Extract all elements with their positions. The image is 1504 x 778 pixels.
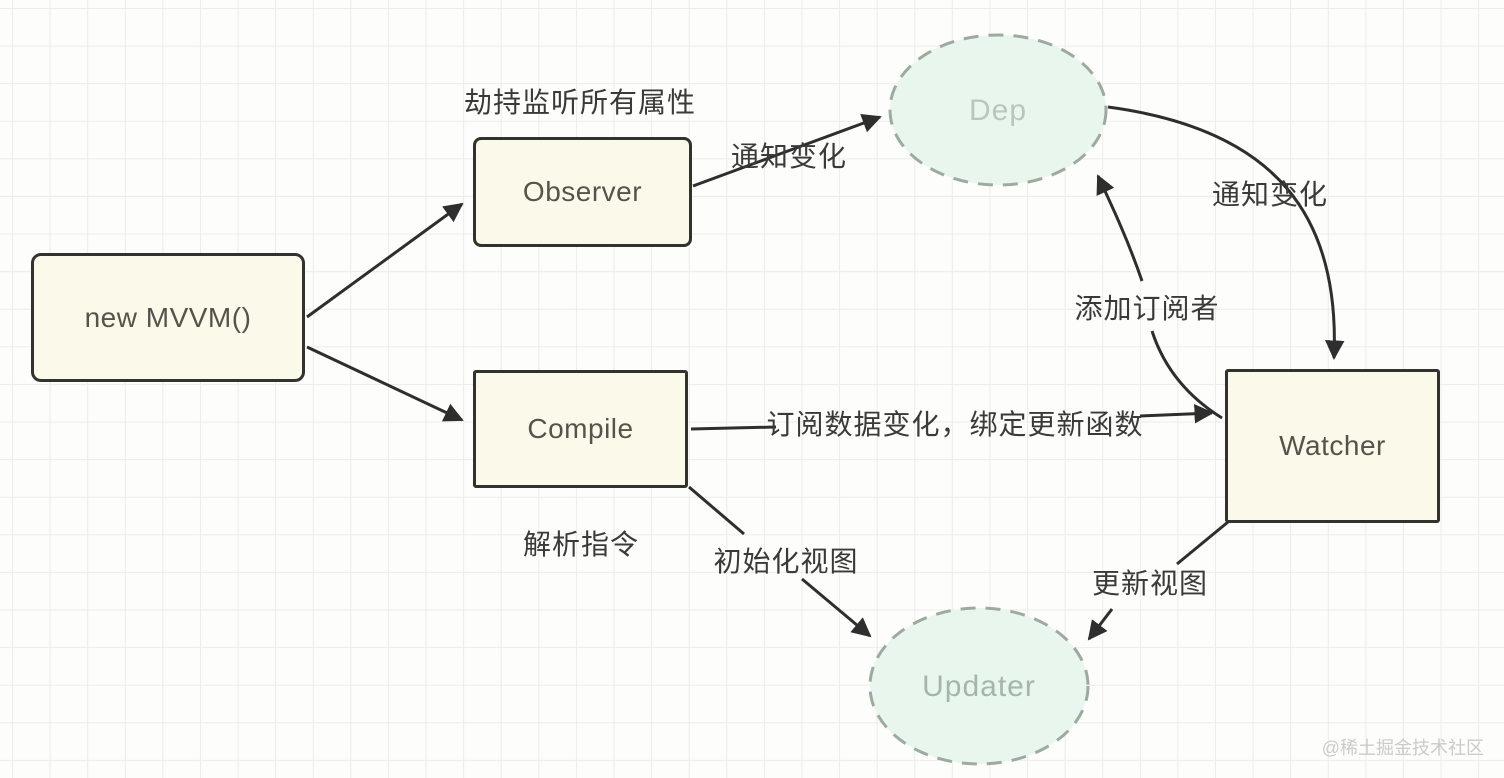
edge-watcher-to-dep-curve-upper [1096,174,1144,282]
dep-ellipse [888,33,1108,187]
node-new-mvvm: new MVVM() [31,253,305,382]
edge-compile-to-updater-lower [801,577,872,638]
edge-label-subscribe-bind-update: 订阅数据变化，绑定更新函数 [766,409,1144,440]
node-watcher: Watcher [1225,369,1440,523]
juejin-watermark: @稀土掘金技术社区 [1321,738,1484,758]
edge-label-notify-change-left: 通知变化 [730,141,848,172]
node-watcher-label: Watcher [1279,430,1386,461]
edge-label-init-view: 初始化视图 [713,546,859,577]
node-observer: Observer [473,137,692,247]
node-updater-label: Updater [922,670,1036,703]
edge-dep-to-watcher-curve [1107,105,1345,360]
updater-ellipse [868,606,1090,766]
edge-label-update-view: 更新视图 [1091,568,1209,599]
node-observer-label: Observer [522,176,643,207]
edge-watcher-to-dep-curve-lower [1150,330,1223,420]
edge-watcher-to-updater-lower [1087,608,1114,641]
edge-observer-to-dep [692,113,882,188]
edge-label-add-subscriber: 添加订阅者 [1074,293,1220,324]
edge-label-parse-directives: 解析指令 [522,529,640,560]
edge-compile-to-watcher-left [690,425,777,431]
edge-watcher-to-updater-upper [1176,520,1229,566]
edge-compile-to-updater-upper [688,485,745,536]
node-compile-label: Compile [527,413,634,444]
edge-label-notify-change-right: 通知变化 [1211,179,1329,210]
edge-compile-to-watcher-right [1139,403,1214,424]
node-compile: Compile [473,370,688,488]
node-dep-label: Dep [968,94,1028,127]
edge-label-hijack-all-properties: 劫持监听所有属性 [463,87,697,118]
edge-newmvvm-to-compile [306,345,464,422]
node-new-mvvm-label: new MVVM() [84,301,252,333]
edge-newmvvm-to-observer [306,202,464,319]
